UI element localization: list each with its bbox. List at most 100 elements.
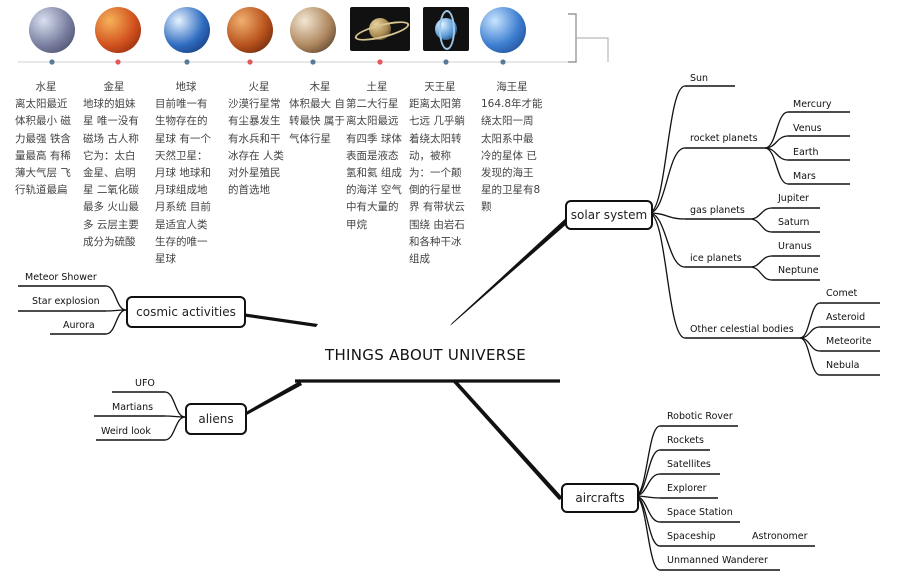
planet-description: 164.8年才能绕太阳一周 太阳系中最冷的星体 已发现的海王星的卫星有8颗	[481, 98, 543, 214]
planet-description: 地球的姐妹星 唯一没有磁场 古人称它为：太白金星、启明星 二氧化碳最多 火山最多…	[83, 98, 139, 248]
timeline-dot	[310, 59, 316, 65]
ice-planet-neptune[interactable]: Neptune	[778, 265, 819, 276]
aliens-node[interactable]: aliens	[185, 403, 247, 435]
planet-name: 土星	[366, 81, 388, 93]
planet-body	[369, 18, 391, 40]
celestial-comet[interactable]: Comet	[826, 288, 858, 299]
aircraft-explorer[interactable]: Explorer	[667, 483, 707, 494]
planet-image-7	[423, 7, 469, 51]
timeline-dot	[443, 59, 449, 65]
cosmic-aurora[interactable]: Aurora	[63, 320, 95, 331]
solar-system-node[interactable]: solar system	[565, 200, 653, 230]
rocket-planets-label[interactable]: rocket planets	[690, 133, 758, 144]
ice-planet-uranus[interactable]: Uranus	[778, 241, 812, 252]
planet-info-6: 土星第二大行星 离太阳最远 有四季 球体表面是液态氢和氦 组成的海洋 空气中有大…	[346, 79, 408, 234]
planet-info-2: 金星地球的姐妹星 唯一没有磁场 古人称它为：太白金星、启明星 二氧化碳最多 火山…	[83, 79, 145, 251]
aircraft-rockets[interactable]: Rockets	[667, 435, 704, 446]
planet-description: 体积最大 自转最快 属于气体行星	[289, 98, 345, 145]
cosmic-meteor-shower[interactable]: Meteor Shower	[25, 272, 97, 283]
solar-branch	[648, 147, 686, 214]
cosmic-spoke	[240, 313, 318, 327]
planet-info-1: 水星离太阳最近 体积最小 磁力最强 铁含量最高 有稀薄大气层 飞行轨道最扁	[15, 79, 77, 199]
planet-name: 水星	[35, 81, 57, 93]
rocket-sub-branch	[764, 111, 789, 149]
aircraft-spaceship[interactable]: Spaceship	[667, 531, 716, 542]
planet-image-5	[290, 7, 336, 53]
aircraft-astronomer[interactable]: Astronomer	[752, 531, 808, 542]
planet-image-3	[164, 7, 210, 53]
alien-martians[interactable]: Martians	[112, 402, 154, 413]
planet-image-6	[350, 7, 411, 51]
planet-description: 第二大行星 离太阳最远 有四季 球体表面是液态氢和氦 组成的海洋 空气中有大量的…	[346, 98, 402, 231]
gas-planet-saturn[interactable]: Saturn	[778, 217, 810, 228]
planet-image-8	[480, 7, 526, 53]
timeline-connector	[576, 37, 609, 62]
planet-ring	[439, 10, 455, 50]
other-sub-branch	[799, 302, 821, 339]
cosmic-activities-node[interactable]: cosmic activities	[126, 296, 246, 328]
ice-sub-branch	[749, 255, 773, 268]
alien-weird-look[interactable]: Weird look	[101, 426, 151, 437]
solar-system-spoke	[450, 218, 569, 326]
planet-info-8: 海王星 164.8年才能绕太阳一周 太阳系中最冷的星体 已发现的海王星的卫星有8颗	[481, 79, 543, 217]
aliens-spoke	[243, 381, 302, 417]
timeline-dot	[247, 59, 253, 65]
other-bodies-label[interactable]: Other celestial bodies	[690, 324, 794, 335]
aircraft-robotic-rover[interactable]: Robotic Rover	[667, 411, 733, 422]
rocket-sub-branch	[764, 147, 789, 185]
rocket-planet-mercury[interactable]: Mercury	[793, 99, 832, 110]
gas-planets-label[interactable]: gas planets	[690, 205, 745, 216]
aircrafts-node[interactable]: aircrafts	[561, 483, 639, 513]
ice-sub-branch	[749, 266, 773, 281]
planet-name: 海王星	[496, 81, 528, 93]
timeline-bracket	[568, 13, 577, 63]
planet-name: 金星	[103, 81, 125, 93]
aircraft-satellites[interactable]: Satellites	[667, 459, 711, 470]
planet-info-4: 火星沙漠行星常有尘暴发生 有水兵和干冰存在 人类对外星殖民的首选地	[228, 79, 290, 199]
aliens-branch	[164, 391, 186, 418]
solar-sun-label[interactable]: Sun	[690, 73, 709, 84]
planet-info-5: 木星体积最大 自转最快 属于气体行星	[289, 79, 351, 148]
planet-name: 木星	[309, 81, 331, 93]
solar-branch	[648, 212, 686, 268]
alien-ufo[interactable]: UFO	[135, 378, 155, 389]
solar-branch	[648, 212, 686, 220]
cosmic-branch	[105, 309, 127, 335]
planet-name: 火星	[248, 81, 270, 93]
celestial-nebula[interactable]: Nebula	[826, 360, 860, 371]
timeline-dot	[500, 59, 506, 65]
aircraft-space-station[interactable]: Space Station	[667, 507, 733, 518]
gas-sub-branch	[749, 218, 773, 233]
solar-branch	[648, 212, 686, 339]
planet-info-3: 地球目前唯一有生物存在的星球 有一个天然卫星：月球 地球和月球组成地月系统 目前…	[155, 79, 217, 268]
gas-planet-jupiter[interactable]: Jupiter	[778, 193, 809, 204]
gas-sub-branch	[749, 207, 773, 220]
planet-info-7: 天王星距离太阳第七远 几乎躺着绕太阳转动，被称为：一个颠倒的行星世界 有带状云围…	[409, 79, 471, 268]
planet-name: 地球	[175, 81, 197, 93]
celestial-meteorite[interactable]: Meteorite	[826, 336, 872, 347]
timeline-dot	[115, 59, 121, 65]
planet-image-4	[227, 7, 273, 53]
aircraft-unmanned-wanderer[interactable]: Unmanned Wanderer	[667, 555, 768, 566]
planet-description: 离太阳最近 体积最小 磁力最强 铁含量最高 有稀薄大气层 飞行轨道最扁	[15, 98, 71, 197]
planet-name: 天王星	[424, 81, 456, 93]
planet-image-1	[29, 7, 75, 53]
timeline-dot	[184, 59, 190, 65]
rocket-planet-venus[interactable]: Venus	[793, 123, 822, 134]
planet-description: 距离太阳第七远 几乎躺着绕太阳转动，被称为：一个颠倒的行星世界 有带状云围绕 由…	[409, 98, 465, 266]
celestial-asteroid[interactable]: Asteroid	[826, 312, 866, 323]
timeline-dot	[49, 59, 55, 65]
planet-description: 沙漠行星常有尘暴发生 有水兵和干冰存在 人类对外星殖民的首选地	[228, 98, 284, 197]
planet-description: 目前唯一有生物存在的星球 有一个天然卫星：月球 地球和月球组成地月系统 目前是适…	[155, 98, 211, 266]
timeline-dot	[377, 59, 383, 65]
ice-planets-label[interactable]: ice planets	[690, 253, 742, 264]
cosmic-branch	[105, 285, 127, 311]
rocket-planet-mars[interactable]: Mars	[793, 171, 816, 182]
center-title: THINGS ABOUT UNIVERSE	[325, 346, 527, 364]
other-sub-branch	[799, 337, 821, 376]
cosmic-star-explosion[interactable]: Star explosion	[32, 296, 100, 307]
aliens-branch	[164, 416, 186, 441]
rocket-planet-earth[interactable]: Earth	[793, 147, 819, 158]
aircrafts-spoke	[452, 380, 563, 500]
